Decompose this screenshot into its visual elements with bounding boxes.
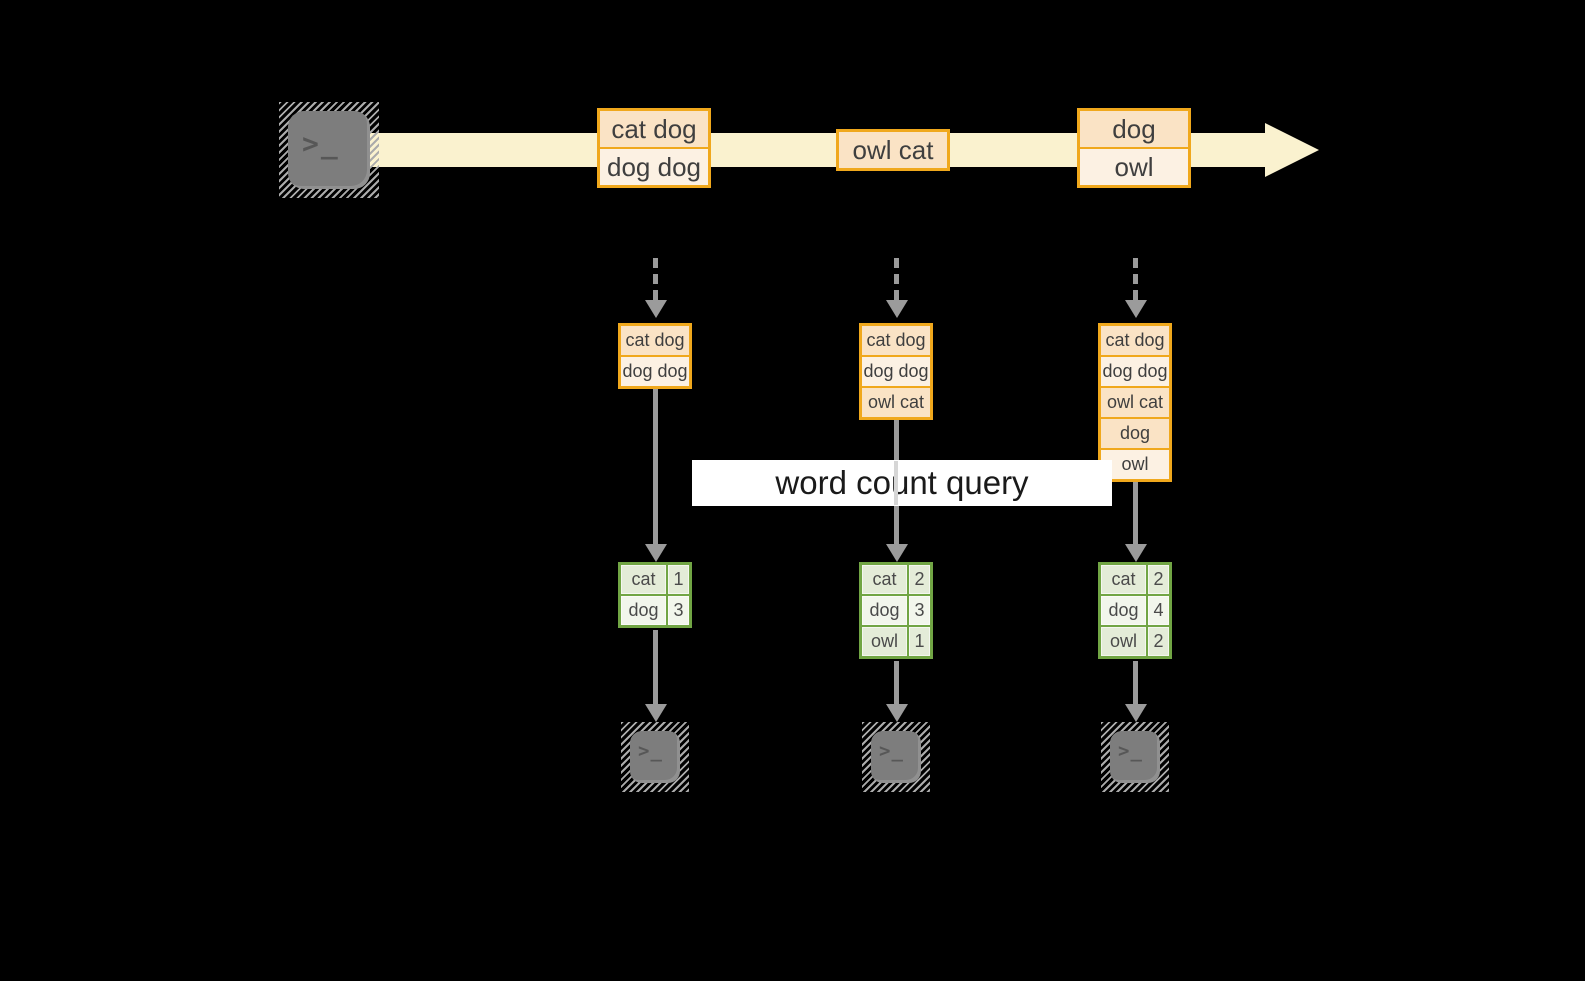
state-box-2: cat dog dog dog owl cat — [859, 323, 933, 420]
state-row: dog dog — [862, 357, 930, 386]
dashed-arrow-line — [894, 258, 899, 300]
terminal-icon-sink-3: >_ — [1101, 722, 1169, 792]
terminal-icon-sink-1: >_ — [621, 722, 689, 792]
terminal-screen: >_ — [1110, 731, 1160, 783]
arrow-head — [886, 544, 908, 562]
count-word-cell: cat — [1101, 565, 1146, 594]
prompt-glyph: >_ — [638, 740, 663, 762]
state-row: owl cat — [862, 388, 930, 417]
arrow-overlap-segment — [894, 461, 898, 505]
state-row: owl — [1101, 450, 1169, 479]
state-box-3: cat dog dog dog owl cat dog owl — [1098, 323, 1172, 482]
count-value-cell: 3 — [668, 596, 689, 625]
arrow-head — [1125, 544, 1147, 562]
count-word-cell: owl — [1101, 627, 1146, 656]
count-value-cell: 1 — [668, 565, 689, 594]
arrow-head — [1125, 704, 1147, 722]
event-row: dog dog — [600, 149, 708, 185]
count-table-2: cat 2 dog 3 owl 1 — [859, 562, 933, 659]
count-table-1: cat 1 dog 3 — [618, 562, 692, 628]
arrow-line — [653, 630, 658, 704]
count-value-cell: 4 — [1148, 596, 1169, 625]
count-value-cell: 2 — [909, 565, 930, 594]
count-word-cell: cat — [862, 565, 907, 594]
arrow-line — [894, 661, 899, 704]
count-word-cell: dog — [1101, 596, 1146, 625]
arrow-head — [886, 704, 908, 722]
count-value-cell: 2 — [1148, 565, 1169, 594]
prompt-glyph: >_ — [302, 127, 340, 160]
count-value-cell: 2 — [1148, 627, 1169, 656]
arrow-head — [645, 544, 667, 562]
state-row: dog dog — [1101, 357, 1169, 386]
state-row: cat dog — [621, 326, 689, 355]
arrow-head — [645, 704, 667, 722]
stream-arrowhead — [1265, 123, 1319, 177]
count-word-cell: cat — [621, 565, 666, 594]
terminal-screen: >_ — [630, 731, 680, 783]
state-box-1: cat dog dog dog — [618, 323, 692, 389]
state-row: cat dog — [862, 326, 930, 355]
stream-event-box-2: owl cat — [836, 129, 950, 171]
dashed-arrow-head — [645, 300, 667, 318]
dashed-arrow-line — [1133, 258, 1138, 300]
event-row: owl cat — [839, 132, 947, 168]
state-row: cat dog — [1101, 326, 1169, 355]
event-row: owl — [1080, 149, 1188, 185]
terminal-screen: >_ — [871, 731, 921, 783]
arrow-line — [1133, 482, 1138, 544]
dashed-arrow-head — [1125, 300, 1147, 318]
count-word-cell: dog — [621, 596, 666, 625]
event-row: dog — [1080, 111, 1188, 147]
terminal-screen: >_ — [288, 111, 370, 189]
dashed-arrow-line — [653, 258, 658, 300]
terminal-icon-source: >_ — [279, 102, 379, 198]
prompt-glyph: >_ — [1118, 740, 1143, 762]
event-row: cat dog — [600, 111, 708, 147]
count-word-cell: dog — [862, 596, 907, 625]
state-row: dog dog — [621, 357, 689, 386]
state-row: dog — [1101, 419, 1169, 448]
state-row: owl cat — [1101, 388, 1169, 417]
count-value-cell: 3 — [909, 596, 930, 625]
query-label: word count query — [692, 460, 1112, 506]
arrow-line — [1133, 661, 1138, 704]
count-table-3: cat 2 dog 4 owl 2 — [1098, 562, 1172, 659]
stream-event-box-3: dog owl — [1077, 108, 1191, 188]
count-value-cell: 1 — [909, 627, 930, 656]
arrow-line — [653, 389, 658, 544]
count-word-cell: owl — [862, 627, 907, 656]
dashed-arrow-head — [886, 300, 908, 318]
stream-event-box-1: cat dog dog dog — [597, 108, 711, 188]
prompt-glyph: >_ — [879, 740, 904, 762]
terminal-icon-sink-2: >_ — [862, 722, 930, 792]
